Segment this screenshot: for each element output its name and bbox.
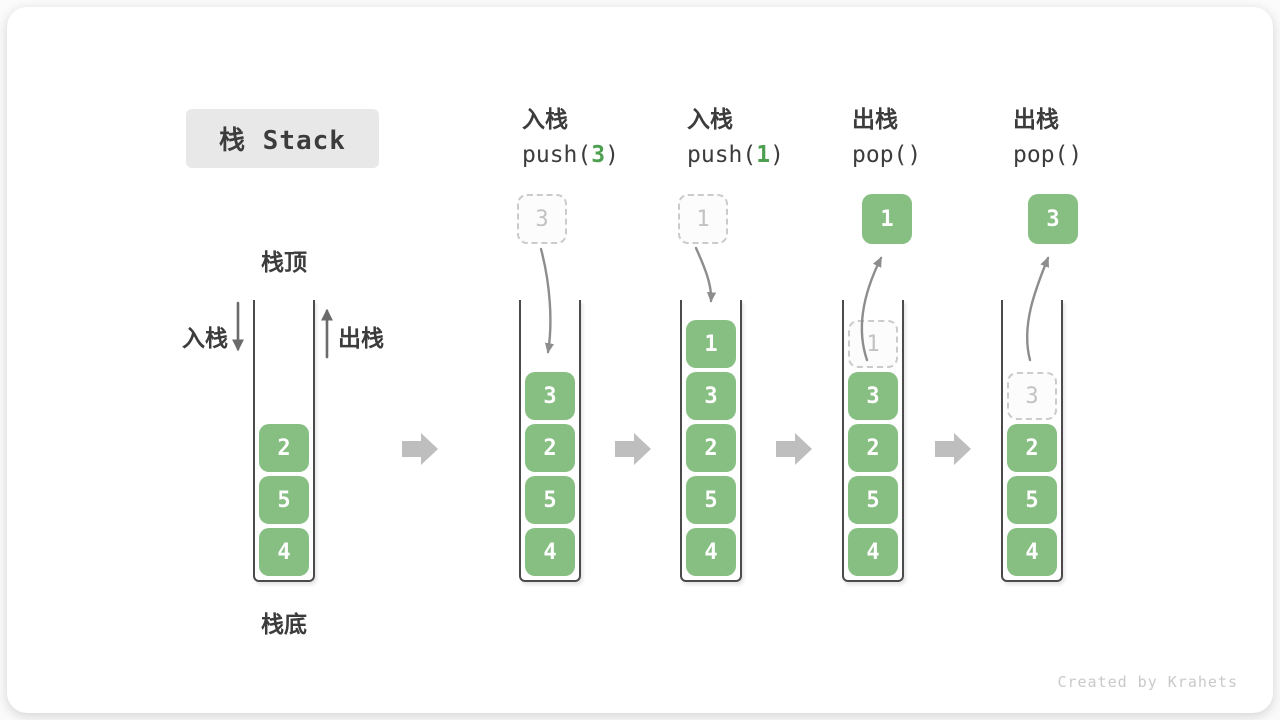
op-code: pop() [1013, 142, 1082, 168]
stack-cell: 4 [686, 528, 736, 576]
stack-container-initial: 2 5 4 [253, 300, 315, 582]
stack-cell: 5 [1007, 476, 1057, 524]
op-name: 出栈 [1013, 106, 1059, 132]
stack-cell: 4 [525, 528, 575, 576]
floating-cell-value: 1 [696, 206, 710, 232]
code-post: ) [1068, 142, 1083, 168]
op-caption-push-1: 入栈 push(1) [687, 100, 784, 168]
op-name: 入栈 [522, 106, 568, 132]
push-side-label: 入栈 [182, 325, 228, 351]
stack-cell: 4 [1007, 528, 1057, 576]
ghost-cell: 3 [1007, 372, 1057, 420]
code-pre: pop( [852, 142, 908, 168]
floating-cell-value: 3 [1046, 206, 1060, 232]
code-post: ) [770, 142, 784, 168]
op-caption-pop-1: 出栈 pop() [852, 100, 921, 168]
op-code: push(1) [687, 142, 784, 168]
op-caption-pop-3: 出栈 pop() [1013, 100, 1082, 168]
floating-cell-value: 1 [880, 206, 894, 232]
op-caption-push-3: 入栈 push(3) [522, 100, 619, 168]
title-badge: 栈 Stack [186, 109, 379, 168]
stack-cell: 5 [525, 476, 575, 524]
op-name: 出栈 [852, 106, 898, 132]
stack-bottom-label: 栈底 [261, 611, 307, 637]
stack-cell: 2 [686, 424, 736, 472]
op-name: 入栈 [687, 106, 733, 132]
stack-cell: 1 [686, 320, 736, 368]
stack-container-after-pop-1: 1 3 2 5 4 [842, 300, 904, 582]
stack-container-after-push-3: 3 2 5 4 [519, 300, 581, 582]
code-post: ) [605, 142, 619, 168]
code-pre: push( [522, 142, 592, 168]
code-pre: push( [687, 142, 757, 168]
stack-cell: 5 [848, 476, 898, 524]
op-code: pop() [852, 142, 921, 168]
code-post: ) [907, 142, 922, 168]
floating-cell-push-3: 3 [517, 194, 567, 244]
floating-cell-value: 3 [535, 206, 549, 232]
code-pre: pop( [1013, 142, 1069, 168]
pop-side-label: 出栈 [338, 325, 384, 351]
floating-cell-pop-3: 3 [1028, 194, 1078, 244]
title-badge-text: 栈 Stack [219, 126, 346, 156]
stack-cell: 4 [848, 528, 898, 576]
stack-cell: 2 [259, 424, 309, 472]
ghost-cell: 1 [848, 320, 898, 368]
floating-cell-push-1: 1 [678, 194, 728, 244]
stack-cell: 3 [525, 372, 575, 420]
stack-cell: 5 [686, 476, 736, 524]
code-arg: 1 [756, 142, 771, 168]
stack-container-after-pop-3: 3 2 5 4 [1001, 300, 1063, 582]
op-code: push(3) [522, 142, 619, 168]
stack-cell: 3 [686, 372, 736, 420]
stack-cell: 4 [259, 528, 309, 576]
stack-cell: 3 [848, 372, 898, 420]
stack-container-after-push-1: 1 3 2 5 4 [680, 300, 742, 582]
code-arg: 3 [591, 142, 606, 168]
stack-cell: 2 [1007, 424, 1057, 472]
stack-top-label: 栈顶 [261, 249, 307, 275]
stack-cell: 2 [525, 424, 575, 472]
stack-cell: 5 [259, 476, 309, 524]
watermark: Created by Krahets [1057, 673, 1238, 691]
floating-cell-pop-1: 1 [862, 194, 912, 244]
stack-cell: 2 [848, 424, 898, 472]
